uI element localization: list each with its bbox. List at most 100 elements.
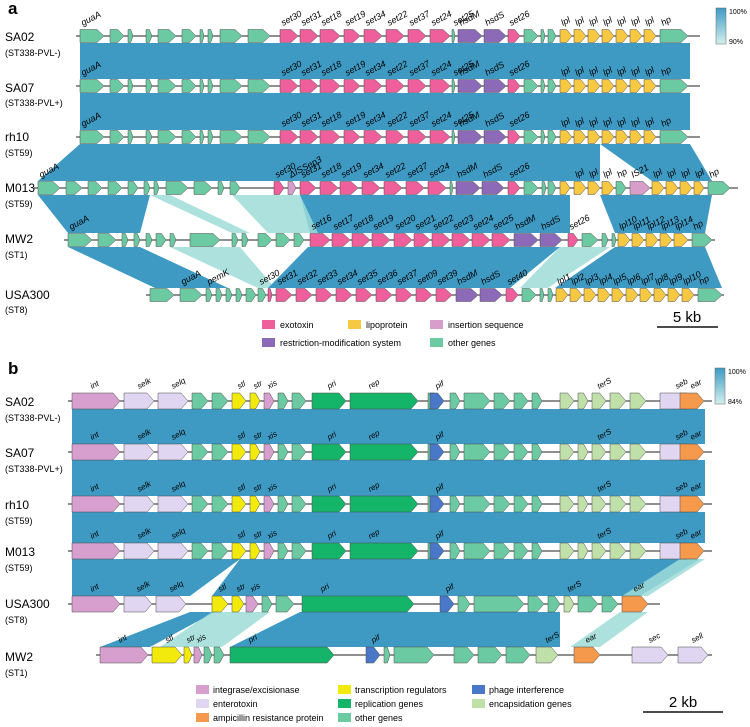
track-a-rh10-gene-0 xyxy=(79,130,105,144)
track-b-M013-gene-5 xyxy=(231,542,247,560)
track-b-SA07-gene-15 xyxy=(463,443,491,461)
track-a-MW2-gene-29 xyxy=(617,233,631,247)
track-a-MW2-gene-label-25: set26 xyxy=(567,213,591,232)
track-b-USA300-gene-17 xyxy=(621,595,649,613)
track-a-MW2-gene-16 xyxy=(371,233,391,247)
track-a-SA07-gene-3 xyxy=(145,79,153,93)
track-b-MW2-gene-16 xyxy=(677,646,709,664)
track-b-USA300-gene-8 xyxy=(301,595,415,613)
track-a-rh10-gene-label-32: hp xyxy=(659,115,673,129)
track-b-USA300-gene-12 xyxy=(527,595,545,613)
track-b-SA02-gene-1 xyxy=(123,392,155,410)
track-a-SA02-gene-12 xyxy=(319,29,341,43)
track-a-M013-gene-27 xyxy=(559,181,571,195)
track-a-M013-gene-label-37: hp xyxy=(707,166,721,180)
track-a-SA02-gene-32 xyxy=(659,29,689,43)
track-a-M013-gene-31 xyxy=(615,181,627,195)
track-b-SA07-gene-5 xyxy=(231,443,247,461)
track-b-rh10-gene-16 xyxy=(493,495,511,513)
band-b-M013-USA300-ear xyxy=(622,559,705,596)
track-b-M013-gene-8 xyxy=(277,542,289,560)
track-b-SA02-gene-5 xyxy=(231,392,247,410)
track-a-SA07-gene-9 xyxy=(247,79,271,93)
track-a-USA300-gene-19 xyxy=(479,288,503,302)
track-a-SA07-gene-15 xyxy=(385,79,405,93)
track-a-rh10-gene-24 xyxy=(547,130,557,144)
strain-b-SA07-sub: (ST338-PVL+) xyxy=(5,464,63,474)
track-a-M013-gene-22 xyxy=(481,181,505,195)
legend-swatch-encapsidation xyxy=(472,699,485,708)
track-a-SA07-gene-11 xyxy=(299,79,319,93)
track-b-rh10-gene-4 xyxy=(211,495,229,513)
track-b-SA02-gene-label-6: str xyxy=(252,378,264,390)
panel-b-legend: integrase/excisionase transcription regu… xyxy=(196,685,572,723)
track-a-MW2-gene-22 xyxy=(491,233,511,247)
band-b-M013-USA300-left xyxy=(72,559,240,596)
legend-swatch-interference xyxy=(472,685,485,694)
track-a-SA07-gene-30 xyxy=(629,79,643,93)
track-a-SA07-gene-23 xyxy=(540,79,546,93)
strain-a-M013-name: M013 xyxy=(5,181,35,195)
track-b-rh10-gene-19 xyxy=(559,495,575,513)
track-b-MW2-gene-label-15: sec xyxy=(647,631,662,645)
track-b-rh10-gene-label-10: pri xyxy=(325,482,338,495)
strain-b-M013-name: M013 xyxy=(5,545,35,559)
track-a-rh10-gene-13 xyxy=(343,130,361,144)
track-a-MW2-gene-21 xyxy=(471,233,491,247)
band-a-SA07-rh10 xyxy=(80,93,690,130)
legend-swatch-transcription xyxy=(338,685,351,694)
track-a-MW2-gene-34 xyxy=(691,233,713,247)
track-a-SA02-gene-6 xyxy=(199,29,205,43)
strain-b-MW2-sub: (ST1) xyxy=(5,668,28,678)
track-a-SA07-gene-22 xyxy=(523,79,539,93)
track-a-MW2-gene-24 xyxy=(539,233,563,247)
track-b-rh10-gene-15 xyxy=(463,495,491,513)
track-b-SA02-gene-9 xyxy=(291,392,307,410)
track-a-M013-gene-1 xyxy=(65,181,83,195)
track-b-MW2-gene-2 xyxy=(183,646,193,664)
track-b-rh10-gene-18 xyxy=(531,495,543,513)
track-a-USA300-gene-11 xyxy=(315,288,333,302)
track-a-SA02-gene-label-14: set34 xyxy=(363,9,387,28)
track-a-SA02-gene-27 xyxy=(587,29,601,43)
track-a-USA300-gene-3 xyxy=(215,288,223,302)
strain-a-USA300-name: USA300 xyxy=(5,288,50,302)
strain-a-SA07-name: SA07 xyxy=(5,81,35,95)
strain-b-M013-sub: (ST59) xyxy=(5,563,33,573)
track-a-MW2-gene-1 xyxy=(97,233,117,247)
panel-a-legend: exotoxin lipoprotein insertion sequence … xyxy=(262,320,524,348)
track-a-SA02-gene-11 xyxy=(299,29,319,43)
track-a-SA02-gene-29 xyxy=(615,29,629,43)
track-b-SA07-gene-10 xyxy=(311,443,347,461)
track-a-rh10-gene-7 xyxy=(207,130,214,144)
track-a-SA07-gene-20 xyxy=(483,79,507,93)
track-b-SA02-gene-4 xyxy=(211,392,229,410)
track-b-MW2-gene-8 xyxy=(383,646,391,664)
track-a-MW2-gene-25 xyxy=(567,233,579,247)
track-a-SA02-gene-22 xyxy=(523,29,539,43)
track-a-MW2-gene-31 xyxy=(645,233,659,247)
track-a-MW2-gene-0 xyxy=(67,233,93,247)
track-a-SA02-gene-14 xyxy=(363,29,383,43)
band-b-SA07-rh10 xyxy=(72,460,705,496)
track-a-SA02-gene-5 xyxy=(181,29,197,43)
track-b-SA02-gene-17 xyxy=(513,392,529,410)
track-a-M013-gene-36 xyxy=(693,181,705,195)
strain-a-SA07-sub: (ST338-PVL+) xyxy=(5,98,63,108)
strain-a-M013-sub: (ST59) xyxy=(5,199,33,209)
track-a-SA02-gene-21 xyxy=(507,29,521,43)
track-b-rh10-gene-2 xyxy=(157,495,189,513)
track-a-SA02-gene-18 xyxy=(451,29,456,43)
track-b-SA02-gene-6 xyxy=(249,392,261,410)
track-b-USA300-gene-6 xyxy=(261,595,273,613)
track-a-SA02-gene-30 xyxy=(629,29,643,43)
track-b-SA02-gene-22 xyxy=(609,392,627,410)
track-a-MW2-gene-26 xyxy=(581,233,599,247)
band-a-rh10-M013 xyxy=(38,144,600,181)
track-a-USA300-gene-34 xyxy=(697,288,723,302)
track-b-SA02-gene-label-21: terS xyxy=(596,376,614,391)
track-b-SA07-gene-17 xyxy=(513,443,529,461)
